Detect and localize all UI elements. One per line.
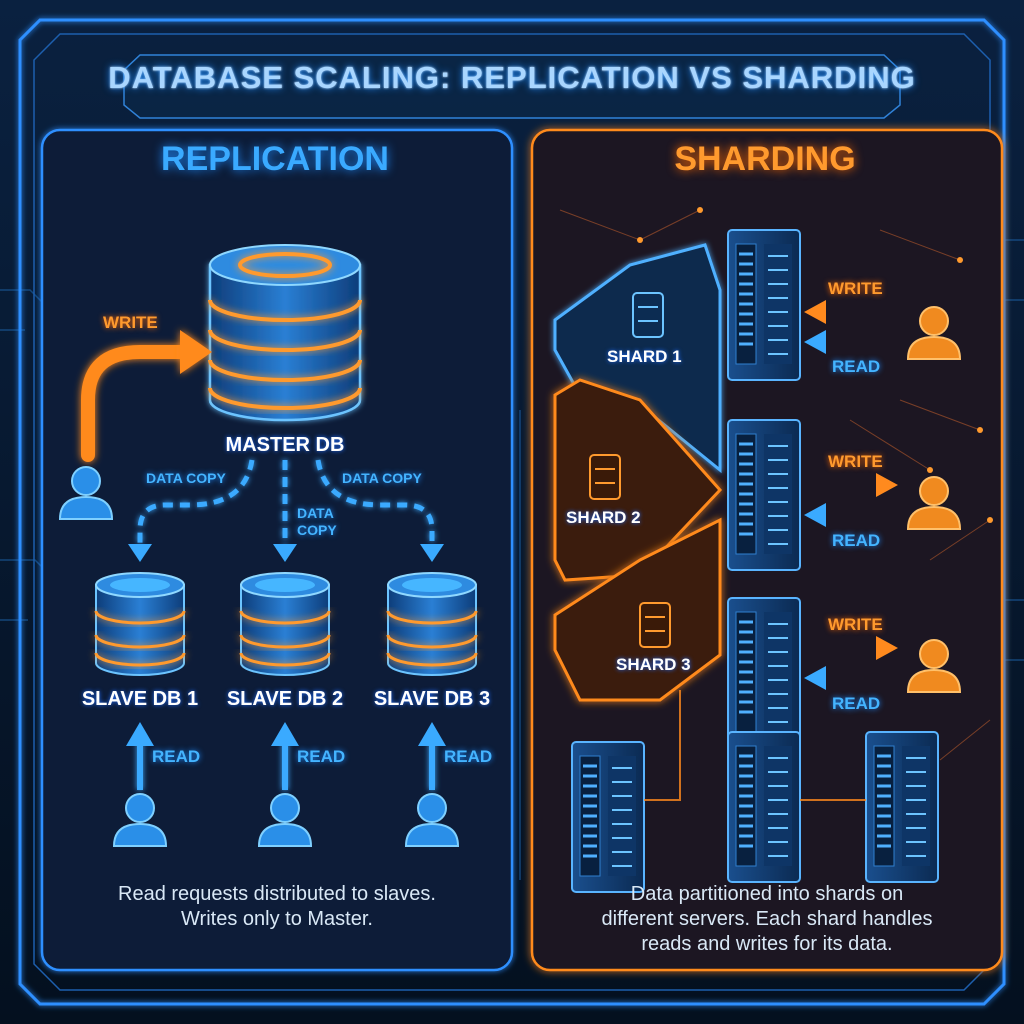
data-copy-label-middle-2: COPY xyxy=(297,522,337,538)
network-mesh xyxy=(559,209,991,761)
shard-2-icon xyxy=(589,454,621,500)
write-arrow xyxy=(81,345,192,462)
extra-server-2-icon xyxy=(726,730,802,884)
outer-frame xyxy=(18,18,1006,1006)
replication-caption-line-1: Read requests distributed to slaves. xyxy=(118,883,436,905)
shard-2-server-icon xyxy=(726,418,802,572)
slave-1-read-label: READ xyxy=(152,747,201,766)
shard-1-server-icon xyxy=(726,228,802,382)
shard-2-read-label: READ xyxy=(832,531,881,550)
extra-server-3-icon xyxy=(864,730,940,884)
slave-db-2-icon xyxy=(241,573,329,675)
sharding-caption: Data partitioned into shards on differen… xyxy=(532,882,1002,957)
shard-2-read-arrowhead xyxy=(804,503,826,527)
sharding-heading: SHARDING xyxy=(674,140,856,178)
sharding-caption-line-3: reads and writes for its data. xyxy=(641,933,893,955)
data-copy-label-right: DATA COPY xyxy=(342,470,422,486)
shard-3-block xyxy=(553,517,722,702)
master-db-label: MASTER DB xyxy=(225,434,345,456)
sharding-caption-line-1: Data partitioned into shards on xyxy=(630,883,904,905)
shard-3-write-label: WRITE xyxy=(828,615,883,634)
shard-1-icon xyxy=(632,292,664,338)
shard-1-write-label: WRITE xyxy=(828,279,883,298)
sharding-caption-line-2: different servers. Each shard handles xyxy=(601,908,933,930)
shard-1-block xyxy=(553,243,722,474)
slave-db-1-label: SLAVE DB 1 xyxy=(81,688,199,710)
title-plate xyxy=(123,54,901,119)
slave-db-1-icon xyxy=(96,573,184,675)
shard-1-read-label: READ xyxy=(832,357,881,376)
data-copy-label-middle-1: DATA xyxy=(297,505,334,521)
replication-heading: REPLICATION xyxy=(161,140,389,178)
shard-3-label: SHARD 3 xyxy=(616,655,691,674)
shard-1-read-arrowhead xyxy=(804,330,826,354)
shard-3-icon xyxy=(639,602,671,648)
replication-caption: Read requests distributed to slaves. Wri… xyxy=(42,882,512,932)
page-title: DATABASE SCALING: REPLICATION VS SHARDIN… xyxy=(108,60,916,95)
data-copy-label-left: DATA COPY xyxy=(146,470,226,486)
shard-1-label: SHARD 1 xyxy=(607,347,682,366)
shard-1-write-arrowhead xyxy=(804,300,826,324)
shard-3-write-arrowhead xyxy=(876,636,898,660)
master-db-icon xyxy=(208,244,362,422)
data-copy-arrows xyxy=(137,459,435,548)
shard-3-read-label: READ xyxy=(832,694,881,713)
shard-2-label: SHARD 2 xyxy=(566,508,641,527)
replication-caption-line-2: Writes only to Master. xyxy=(181,908,373,930)
slave-db-2-label: SLAVE DB 2 xyxy=(226,688,344,710)
server-links xyxy=(644,690,866,801)
slave-db-3-label: SLAVE DB 3 xyxy=(373,688,491,710)
shard-2-write-label: WRITE xyxy=(828,452,883,471)
data-copy-arrowheads xyxy=(128,544,444,562)
slave-read-arrowheads xyxy=(126,722,446,746)
slave-read-arrows xyxy=(137,742,435,790)
inner-frame xyxy=(33,33,991,991)
slave-2-read-label: READ xyxy=(297,747,346,766)
extra-server-1-icon xyxy=(570,740,646,894)
slave-db-3-icon xyxy=(388,573,476,675)
shard-3-server-icon xyxy=(726,596,802,750)
write-label: WRITE xyxy=(103,313,158,332)
shard-3-read-arrowhead xyxy=(804,666,826,690)
shard-2-write-arrowhead xyxy=(876,473,898,497)
write-arrowhead xyxy=(180,330,212,374)
network-nodes xyxy=(637,207,993,523)
shard-2-block xyxy=(553,378,723,582)
slave-3-read-label: READ xyxy=(444,747,493,766)
